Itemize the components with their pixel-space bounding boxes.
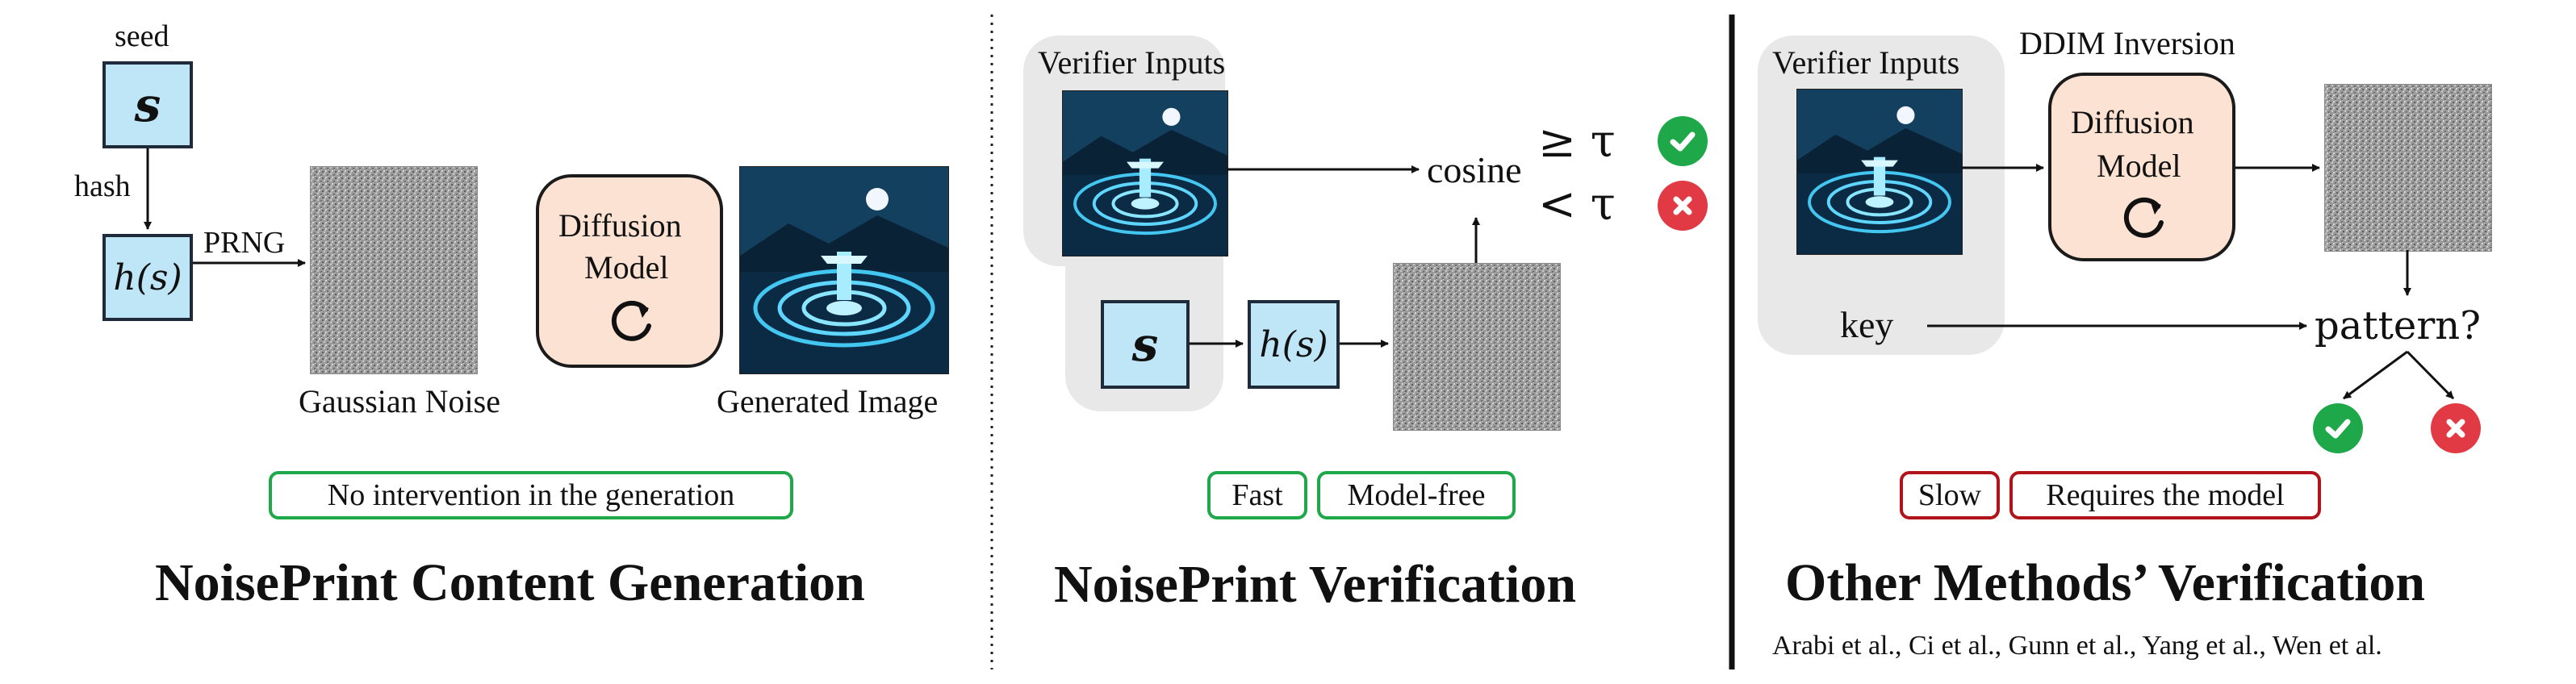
other-methods-heading: Other Methods’ Verification (1785, 553, 2426, 612)
inverted-noise-pattern (2325, 85, 2491, 251)
slow-text: Slow (1917, 478, 1982, 512)
lt-tau-label: < τ (1538, 178, 1616, 231)
other-input-image (1796, 89, 1963, 255)
other-diffusion-model-box: Diffusion Model (2048, 73, 2235, 261)
seed-symbol: s (134, 77, 161, 132)
slow-badge: Slow (1900, 471, 2000, 519)
cosine-label: cosine (1427, 149, 1522, 190)
hash-box: h(s) (102, 234, 193, 321)
key-label: key (1840, 304, 1894, 345)
diffusion-label-1: Diffusion (558, 207, 682, 244)
seed-label: seed (115, 19, 169, 53)
verifier-inputs-label: Verifier Inputs (1038, 44, 1226, 81)
noise-pattern (311, 167, 477, 373)
other-diffusion-label-2: Model (2097, 148, 2181, 184)
verifier-noise-pattern (1394, 264, 1560, 430)
inverted-noise-image (2324, 84, 2492, 252)
verifier-noise-image (1393, 263, 1561, 431)
cycle-arrow-icon (611, 300, 651, 341)
model-free-badge: Model-free (1317, 471, 1516, 519)
other-inputs-label: Verifier Inputs (1772, 44, 1960, 81)
requires-model-badge: Requires the model (2009, 471, 2321, 519)
diffusion-model-box: Diffusion Model (536, 174, 723, 368)
fast-badge: Fast (1207, 471, 1307, 519)
generated-image (739, 166, 949, 374)
prng-label: PRNG (203, 226, 286, 260)
hash-label: hash (74, 169, 131, 203)
ddim-label: DDIM Inversion (2019, 25, 2235, 61)
verifier-input-image (1062, 90, 1228, 256)
verifier-image-art (1063, 91, 1227, 256)
verification-heading: NoisePrint Verification (1054, 555, 1577, 614)
gaussian-noise-image (310, 166, 478, 374)
verifier-hash-box: h(s) (1248, 300, 1340, 389)
other-image-art (1797, 90, 1962, 254)
other-cycle-arrow-icon (2123, 197, 2164, 238)
image-caption: Generated Image (717, 383, 939, 419)
verifier-seed-box: s (1101, 300, 1190, 389)
verifier-seed-symbol: s (1131, 317, 1159, 372)
citations: Arabi et al., Ci et al., Gunn et al., Ya… (1772, 631, 2382, 661)
generated-image-art (740, 167, 948, 373)
pattern-cross-icon (2431, 403, 2481, 453)
ge-tau-label: ≥ τ (1538, 115, 1616, 168)
verifier-hash-symbol: h(s) (1259, 323, 1328, 365)
fast-text: Fast (1232, 478, 1283, 512)
cross-icon (1658, 181, 1708, 231)
no-intervention-badge: No intervention in the generation (269, 471, 793, 519)
diffusion-label-2: Model (584, 249, 669, 286)
check-icon (1658, 116, 1708, 166)
model-free-text: Model-free (1347, 478, 1486, 512)
requires-model-text: Requires the model (2046, 478, 2285, 512)
other-diffusion-label-1: Diffusion (2071, 104, 2194, 140)
pattern-check-icon (2313, 403, 2363, 453)
pattern-label: pattern? (2315, 303, 2481, 348)
hash-symbol: h(s) (113, 256, 182, 298)
seed-box: s (102, 61, 193, 148)
generation-heading: NoisePrint Content Generation (155, 553, 865, 612)
noise-caption: Gaussian Noise (299, 383, 500, 419)
no-intervention-text: No intervention in the generation (327, 478, 735, 512)
